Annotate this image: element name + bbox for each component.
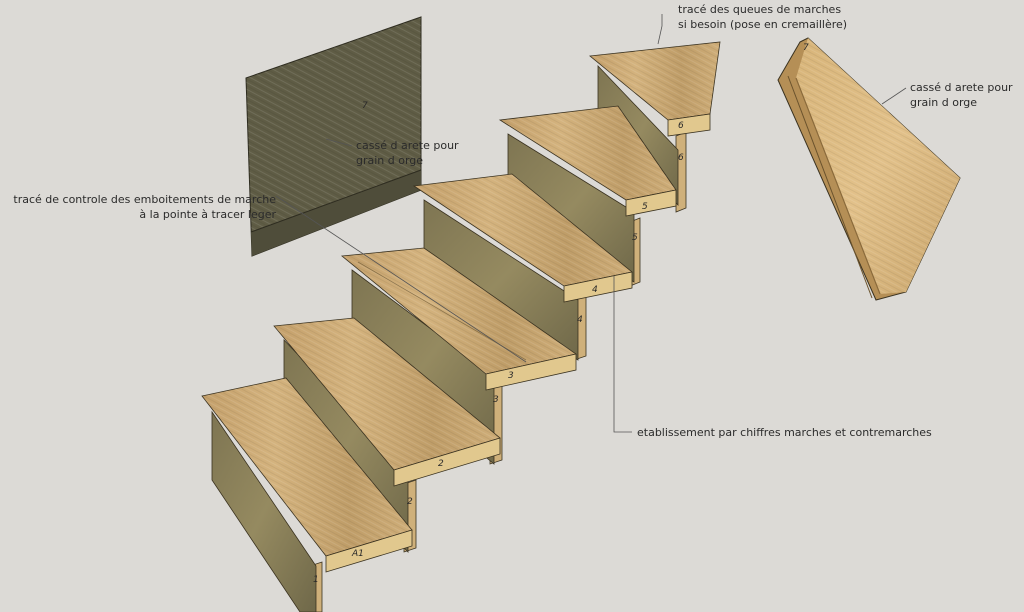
leader-lines (275, 14, 907, 433)
tread-chamfer-label: cassé d arete pour grain d orge (910, 81, 1013, 109)
tread-3-mark: 3 (508, 371, 514, 381)
riser-5-mark: 5 (632, 233, 638, 243)
leader-trace-control (275, 195, 527, 363)
riser-3-mark: 3 (493, 395, 499, 405)
tread-5-mark: 5 (642, 202, 648, 212)
staircase: A1 2 3 4 5 6 1 2 3 4 5 6 (201, 41, 721, 612)
loose-riser-mark: 7 (362, 101, 368, 111)
riser-1-mark: 1 (313, 575, 319, 585)
numbering-label: etablissement par chiffres marches et co… (637, 426, 932, 439)
riser-4-mark: 4 (577, 315, 583, 325)
loose-tread-board: 7 (777, 37, 961, 301)
leader-tread-chamfer (881, 87, 907, 105)
tread-4-mark: 4 (592, 285, 598, 295)
riser-6-mark: 6 (678, 153, 684, 163)
riser-chamfer-label: cassé d arete pour grain d orge (356, 139, 459, 167)
leader-numbering (613, 276, 632, 433)
riser-2-mark: 2 (407, 497, 413, 507)
tread-6-mark: 6 (678, 121, 684, 131)
trace-tails-label: tracé des queues de marches si besoin (p… (678, 3, 848, 31)
leader-trace-tails (657, 14, 663, 45)
leader-riser-chamfer (325, 138, 353, 147)
tread-2-mark: 2 (438, 459, 444, 469)
loose-tread-mark: 7 (803, 43, 809, 53)
tread-1-mark: A1 (351, 549, 364, 559)
trace-control-label: tracé de controle des emboitements de ma… (13, 193, 276, 221)
loose-riser-board: 7 (245, 16, 422, 257)
